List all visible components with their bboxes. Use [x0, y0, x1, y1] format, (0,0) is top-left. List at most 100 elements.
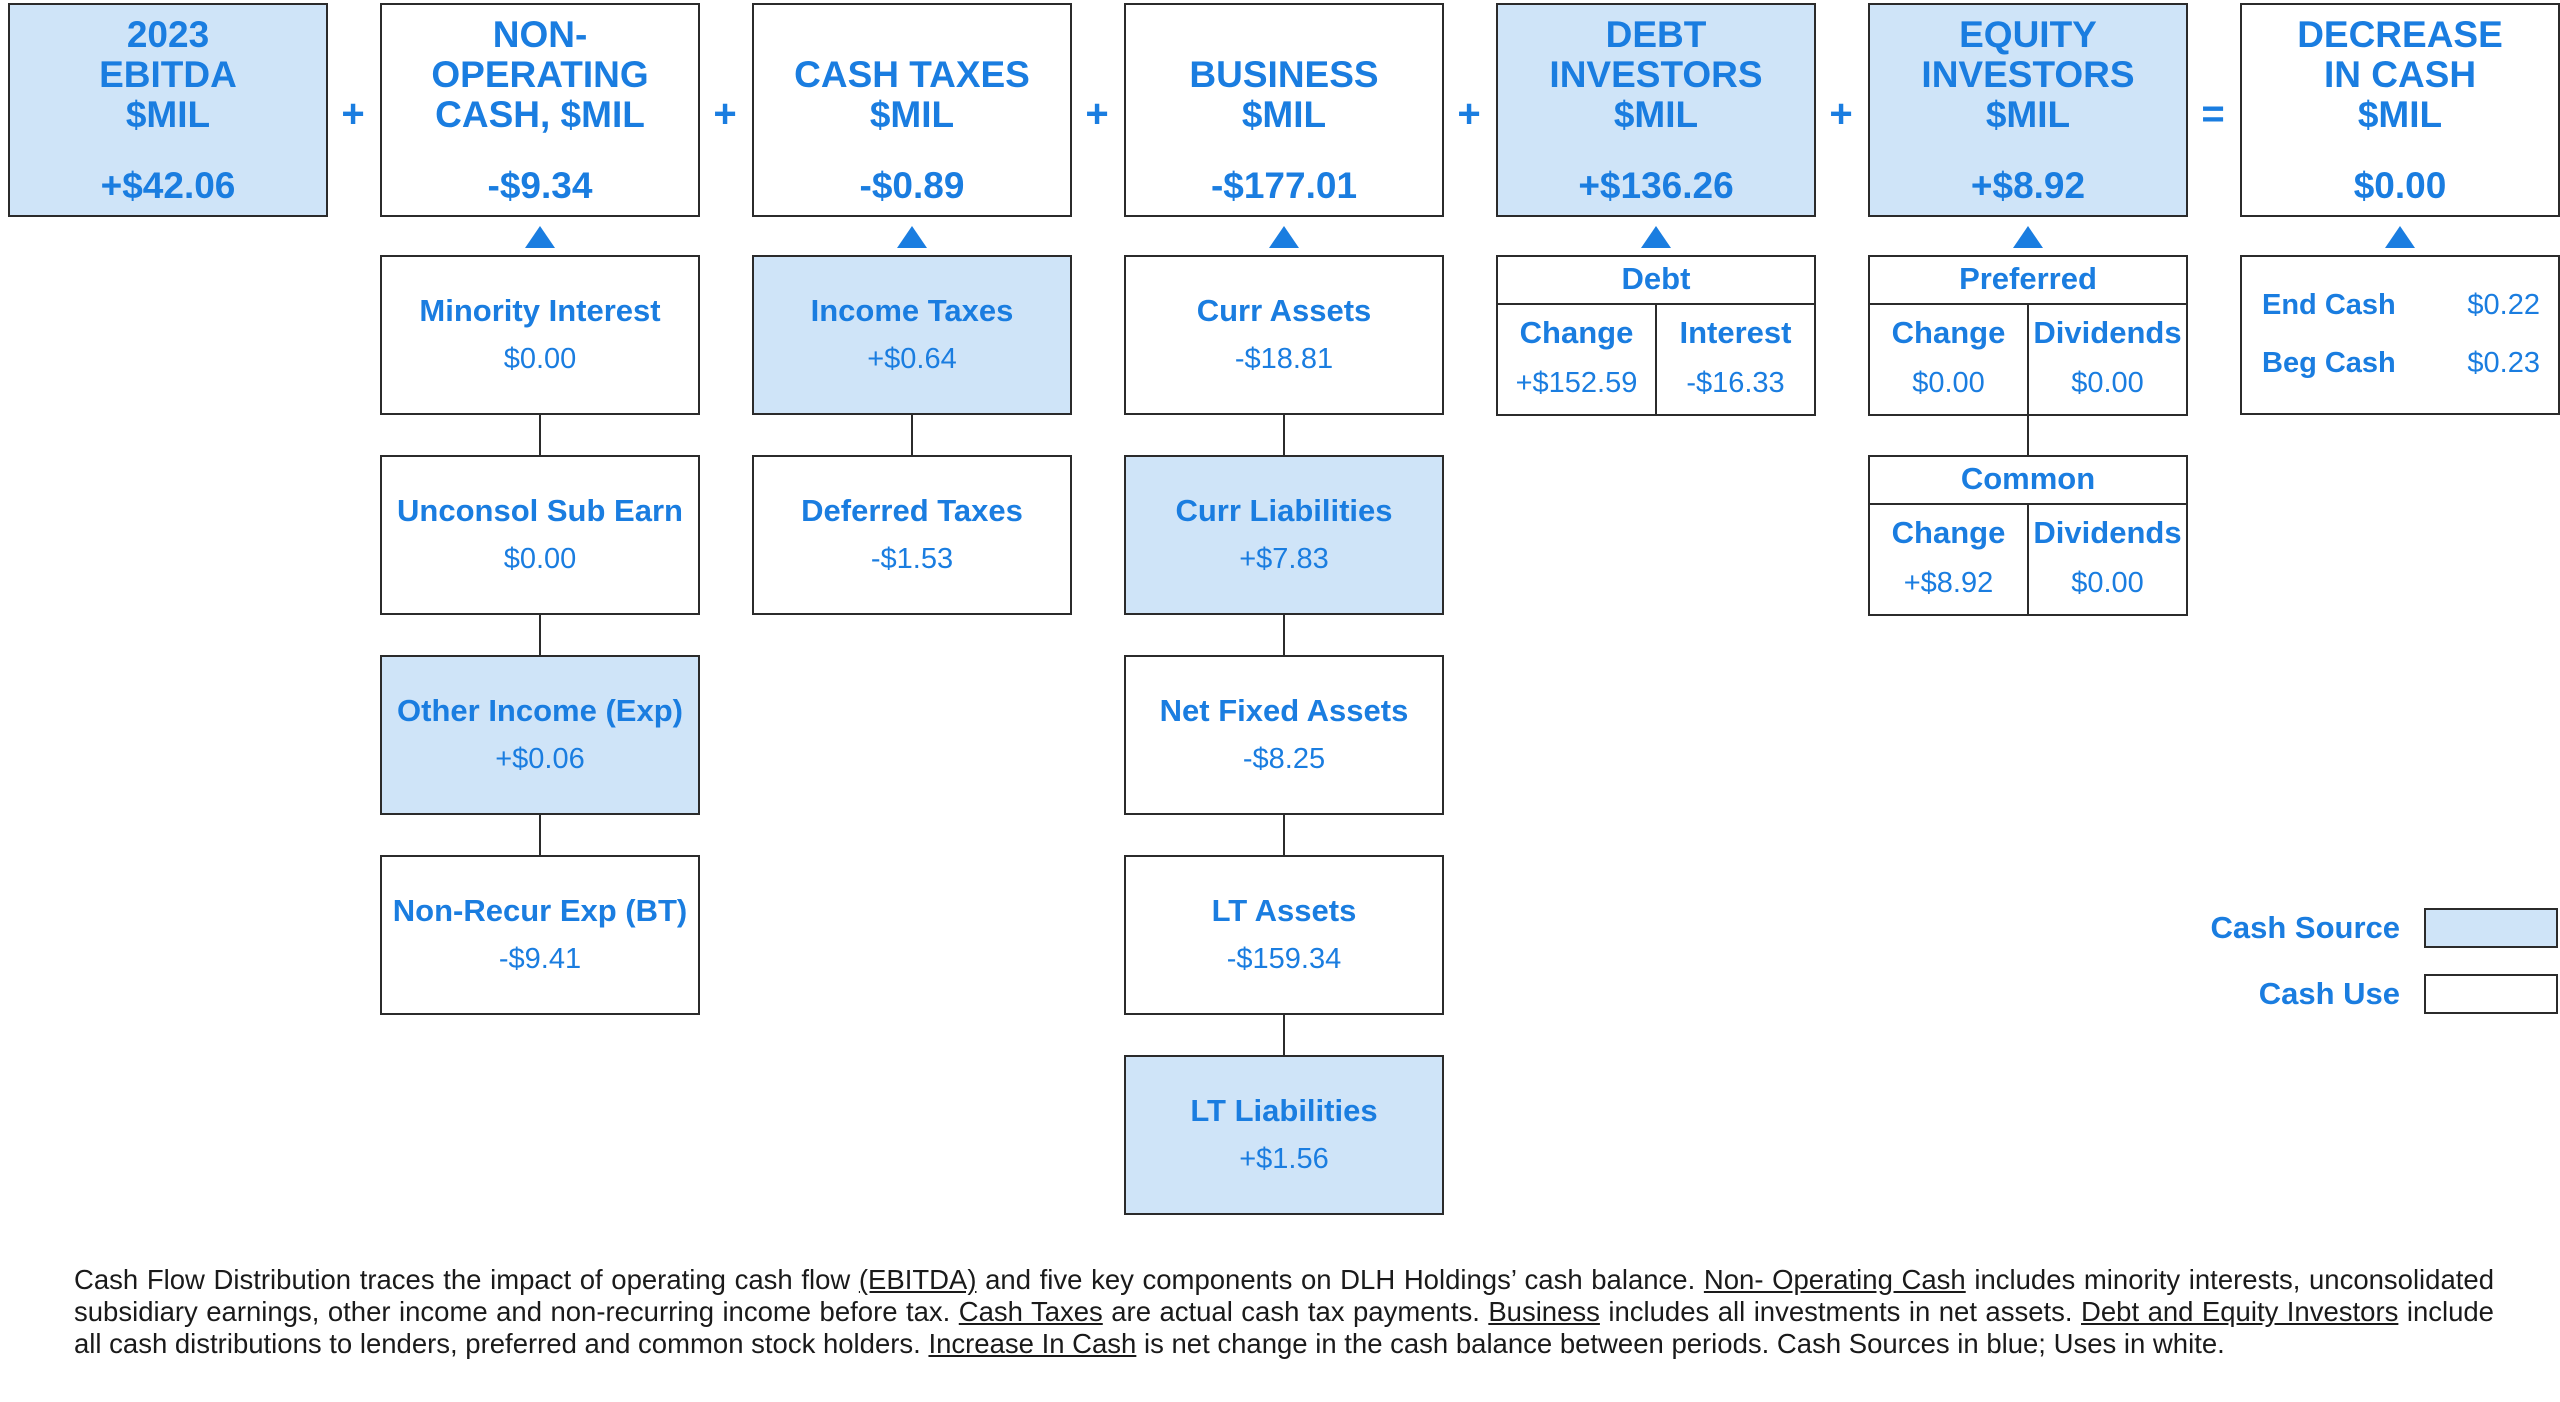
arrow-up-icon — [525, 226, 555, 248]
income-taxes-value: +$0.64 — [867, 343, 957, 375]
non-recur-exp-value: -$9.41 — [498, 943, 582, 975]
plus-operator: + — [1085, 92, 1109, 136]
other-income-label: Other Income (Exp) — [397, 693, 683, 728]
preferred-change-cell: Change $0.00 — [1868, 303, 2029, 416]
preferred-change-value: $0.00 — [1912, 367, 1985, 399]
header-business: BUSINESS $MIL -$177.01 — [1124, 3, 1444, 217]
preferred-group-title: Preferred — [1868, 255, 2188, 305]
minority-interest-label: Minority Interest — [419, 293, 661, 328]
income-taxes-label: Income Taxes — [810, 293, 1014, 328]
curr-liabilities-value: +$7.83 — [1239, 543, 1329, 575]
header-ebitda: 2023 EBITDA $MIL +$42.06 — [8, 3, 328, 217]
lt-liabilities-label: LT Liabilities — [1190, 1093, 1378, 1128]
debt-interest-value: -$16.33 — [1686, 367, 1785, 399]
plus-operator: + — [1829, 92, 1853, 136]
common-dividends-value: $0.00 — [2071, 567, 2144, 599]
common-dividends-label: Dividends — [2033, 515, 2182, 550]
curr-assets-value: -$18.81 — [1234, 343, 1334, 375]
minority-interest-box: Minority Interest $0.00 — [380, 255, 700, 415]
non-recur-exp-label: Non-Recur Exp (BT) — [392, 893, 688, 928]
preferred-dividends-label: Dividends — [2033, 315, 2182, 350]
preferred-dividends-value: $0.00 — [2071, 367, 2144, 399]
header-decrease-in-cash: DECREASE IN CASH $MIL $0.00 — [2240, 3, 2560, 217]
common-change-label: Change — [1891, 515, 2006, 550]
preferred-dividends-cell: Dividends $0.00 — [2027, 303, 2188, 416]
footnote-text: and five key components on DLH Holdings’… — [976, 1264, 1704, 1295]
footnote-text: includes all investments in net assets. — [1599, 1296, 2082, 1327]
income-taxes-box: Income Taxes +$0.64 — [752, 255, 1072, 415]
footnote-text: are actual cash tax payments. — [1102, 1296, 1489, 1327]
header-debt-investors: DEBT INVESTORS $MIL +$136.26 — [1496, 3, 1816, 217]
common-group-title: Common — [1868, 455, 2188, 505]
header-business-title: BUSINESS $MIL — [1189, 54, 1379, 135]
header-decrease-in-cash-value: $0.00 — [2353, 165, 2447, 206]
debt-change-label: Change — [1519, 315, 1634, 350]
arrow-up-icon — [1269, 226, 1299, 248]
net-fixed-assets-box: Net Fixed Assets -$8.25 — [1124, 655, 1444, 815]
plus-operator: + — [341, 92, 365, 136]
common-dividends-cell: Dividends $0.00 — [2027, 503, 2188, 616]
arrow-up-icon — [2013, 226, 2043, 248]
connector-line — [1283, 413, 1285, 458]
footnote-term: Cash Taxes — [958, 1296, 1103, 1327]
connector-line — [2027, 414, 2029, 458]
footnote: Cash Flow Distribution traces the impact… — [74, 1264, 2494, 1360]
arrow-up-icon — [1641, 226, 1671, 248]
deferred-taxes-box: Deferred Taxes -$1.53 — [752, 455, 1072, 615]
footnote-text: includes minority interests, unconsolida… — [74, 1264, 2494, 1327]
legend-cash-source-label: Cash Source — [2210, 910, 2400, 945]
deferred-taxes-label: Deferred Taxes — [801, 493, 1023, 528]
end-cash-label: End Cash — [2262, 289, 2396, 321]
other-income-box: Other Income (Exp) +$0.06 — [380, 655, 700, 815]
footnote-term: Non- Operating Cash — [1703, 1264, 1966, 1295]
legend-cash-source-swatch — [2424, 908, 2558, 948]
debt-interest-label: Interest — [1679, 315, 1792, 350]
connector-line — [1283, 613, 1285, 658]
lt-liabilities-box: LT Liabilities +$1.56 — [1124, 1055, 1444, 1215]
header-cash-taxes-title: CASH TAXES $MIL — [794, 54, 1030, 135]
header-cash-taxes: CASH TAXES $MIL -$0.89 — [752, 3, 1072, 217]
cash-balance-box: End Cash $0.22 Beg Cash $0.23 — [2240, 255, 2560, 415]
header-ebitda-value: +$42.06 — [100, 165, 236, 206]
curr-liabilities-box: Curr Liabilities +$7.83 — [1124, 455, 1444, 615]
debt-group-title: Debt — [1496, 255, 1816, 305]
lt-assets-value: -$159.34 — [1226, 943, 1342, 975]
header-business-value: -$177.01 — [1210, 165, 1358, 206]
arrow-up-icon — [2385, 226, 2415, 248]
unconsol-sub-earn-box: Unconsol Sub Earn $0.00 — [380, 455, 700, 615]
lt-assets-label: LT Assets — [1211, 893, 1357, 928]
net-fixed-assets-value: -$8.25 — [1242, 743, 1326, 775]
connector-line — [911, 413, 913, 458]
common-change-value: +$8.92 — [1903, 567, 1994, 599]
header-equity-investors-title: EQUITY INVESTORS $MIL — [1921, 14, 2135, 135]
curr-assets-box: Curr Assets -$18.81 — [1124, 255, 1444, 415]
footnote-term: (EBITDA) — [858, 1264, 977, 1295]
curr-liabilities-label: Curr Liabilities — [1175, 493, 1393, 528]
equals-operator: = — [2201, 92, 2225, 136]
header-non-operating-value: -$9.34 — [487, 165, 593, 206]
header-equity-investors-value: +$8.92 — [1970, 165, 2086, 206]
connector-line — [539, 812, 541, 857]
unconsol-sub-earn-value: $0.00 — [503, 543, 577, 575]
beg-cash-label: Beg Cash — [2262, 347, 2396, 379]
connector-line — [539, 613, 541, 658]
deferred-taxes-value: -$1.53 — [870, 543, 954, 575]
header-decrease-in-cash-title: DECREASE IN CASH $MIL — [2297, 14, 2503, 135]
preferred-change-label: Change — [1891, 315, 2006, 350]
end-cash-value: $0.22 — [2467, 289, 2540, 321]
footnote-text: Cash Flow Distribution traces the impact… — [74, 1264, 859, 1295]
other-income-value: +$0.06 — [495, 743, 585, 775]
footnote-term: Debt and Equity Investors — [2081, 1296, 2399, 1327]
curr-assets-label: Curr Assets — [1196, 293, 1372, 328]
footnote-term: Business — [1488, 1296, 1600, 1327]
header-non-operating: NON- OPERATING CASH, $MIL -$9.34 — [380, 3, 700, 217]
footnote-term: Increase In Cash — [928, 1328, 1137, 1359]
minority-interest-value: $0.00 — [503, 343, 577, 375]
header-equity-investors: EQUITY INVESTORS $MIL +$8.92 — [1868, 3, 2188, 217]
net-fixed-assets-label: Net Fixed Assets — [1159, 693, 1409, 728]
debt-change-value: +$152.59 — [1515, 367, 1638, 399]
legend-cash-use-label: Cash Use — [2258, 976, 2400, 1011]
header-cash-taxes-value: -$0.89 — [859, 165, 965, 206]
plus-operator: + — [713, 92, 737, 136]
header-non-operating-title: NON- OPERATING CASH, $MIL — [431, 14, 649, 135]
